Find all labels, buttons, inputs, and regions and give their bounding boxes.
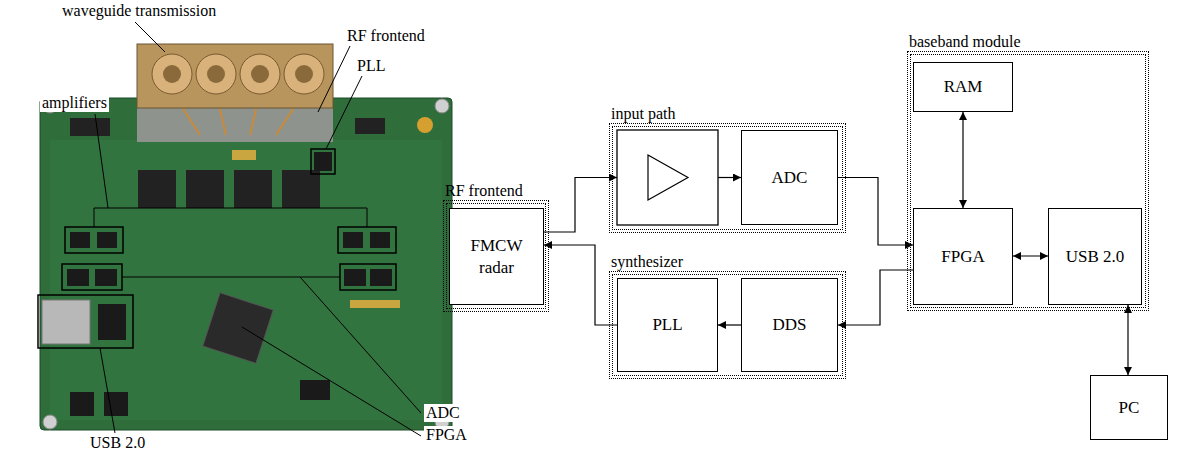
- waveguide-port: [196, 54, 236, 94]
- leader-lines: [94, 22, 421, 436]
- amplifier-chip: [370, 232, 390, 248]
- ic-chip: [282, 170, 320, 208]
- component: [70, 118, 110, 136]
- connector-arrow: [718, 324, 741, 325]
- block-label: DDS: [772, 314, 806, 335]
- group-heading: input path: [611, 104, 675, 123]
- callout-frame: [340, 264, 396, 290]
- ic-chip: [138, 170, 176, 208]
- block-box: PC: [1090, 375, 1168, 440]
- block-box: PLL: [617, 278, 718, 372]
- waveguide-hole: [251, 65, 269, 83]
- leader-line: [242, 327, 421, 436]
- connector: [70, 392, 94, 416]
- leader-line: [94, 114, 367, 227]
- block-label: PLL: [652, 314, 682, 335]
- amplifier-chip: [97, 232, 117, 248]
- callout-label: RF frontend: [345, 27, 427, 45]
- adc-chip: [370, 269, 392, 286]
- rf-frontend-area: [137, 108, 333, 142]
- callout-frames: [38, 149, 396, 348]
- connector-arrow: [1127, 305, 1128, 375]
- block-box: USB 2.0: [1048, 208, 1142, 305]
- amplifier-box: [617, 130, 718, 225]
- capacitor: [417, 117, 433, 133]
- fpga-chip: [203, 293, 274, 364]
- leader-line: [326, 76, 362, 149]
- adc-chip: [344, 269, 366, 286]
- waveguide-block: [137, 44, 333, 108]
- connector: [104, 392, 128, 416]
- leader-line: [100, 348, 115, 433]
- callout-label: amplifiers: [40, 94, 109, 112]
- ic-chip: [234, 170, 272, 208]
- ic-chip: [186, 170, 224, 208]
- group-frame: RF frontendFMCW radar: [443, 200, 549, 312]
- callout-label: USB 2.0: [88, 434, 147, 452]
- component: [355, 118, 385, 134]
- group-heading: RF frontend: [445, 181, 523, 200]
- group-frame: input pathADC: [609, 123, 846, 233]
- mounting-post: [43, 415, 57, 429]
- block-label: FPGA: [941, 246, 984, 267]
- block-label: FMCW radar: [466, 235, 528, 278]
- block-label: PC: [1119, 397, 1140, 418]
- signal-wire: [718, 177, 741, 178]
- group-heading: baseband module: [909, 32, 1021, 51]
- callout-frame: [65, 227, 123, 253]
- waveguide-port: [152, 54, 192, 94]
- connector-arrow: [1013, 255, 1048, 256]
- amplifier-block: [544, 130, 741, 232]
- block-box: FMCW radar: [449, 208, 544, 305]
- usb-chip: [98, 304, 126, 340]
- block-label: RAM: [944, 76, 983, 97]
- block-box: FPGA: [913, 208, 1013, 305]
- waveguide-port: [240, 54, 280, 94]
- adc-chip: [67, 269, 89, 286]
- pll-chip: [314, 152, 332, 171]
- adc-chip: [95, 269, 117, 286]
- block-box: DDS: [741, 278, 838, 372]
- callout-label: FPGA: [424, 426, 469, 444]
- connector: [350, 300, 400, 308]
- leader-line: [318, 46, 350, 112]
- leader-line: [135, 22, 165, 52]
- callout-frame: [62, 264, 122, 290]
- connector-arrow: [544, 245, 617, 325]
- group-heading: synthesizer: [611, 252, 683, 271]
- callout-frame: [338, 227, 396, 253]
- mounting-post: [435, 99, 449, 113]
- circuit-board: [40, 98, 452, 430]
- component: [300, 380, 330, 400]
- group-frame: baseband moduleRAMFPGAUSB 2.0: [907, 51, 1149, 311]
- connector-arrow: [838, 270, 913, 325]
- callout-frame: [38, 295, 133, 348]
- connector-arrow: [962, 112, 963, 208]
- block-box: RAM: [913, 62, 1013, 112]
- waveguide-hole: [295, 65, 313, 83]
- amplifier-symbol: [648, 155, 688, 200]
- callout-label: PLL: [355, 57, 387, 75]
- block-label: USB 2.0: [1066, 246, 1125, 267]
- group-frame: synthesizerPLLDDS: [609, 271, 846, 379]
- waveguide-port: [284, 54, 324, 94]
- callout-label: ADC: [424, 404, 462, 422]
- callout-label: waveguide transmission: [60, 2, 218, 20]
- signal-wire: [544, 178, 617, 233]
- waveguide-hole: [163, 65, 181, 83]
- board-area: [50, 140, 442, 420]
- block-label: ADC: [772, 167, 808, 188]
- usb-connector: [42, 300, 90, 344]
- amplifier-chip: [70, 232, 90, 248]
- waveguide-hole: [207, 65, 225, 83]
- connector: [232, 150, 256, 160]
- amplifier-chip: [343, 232, 363, 248]
- connector-arrow: [838, 178, 913, 246]
- block-box: ADC: [741, 130, 838, 225]
- pcb-photo: [40, 44, 452, 430]
- callout-frame: [311, 149, 335, 174]
